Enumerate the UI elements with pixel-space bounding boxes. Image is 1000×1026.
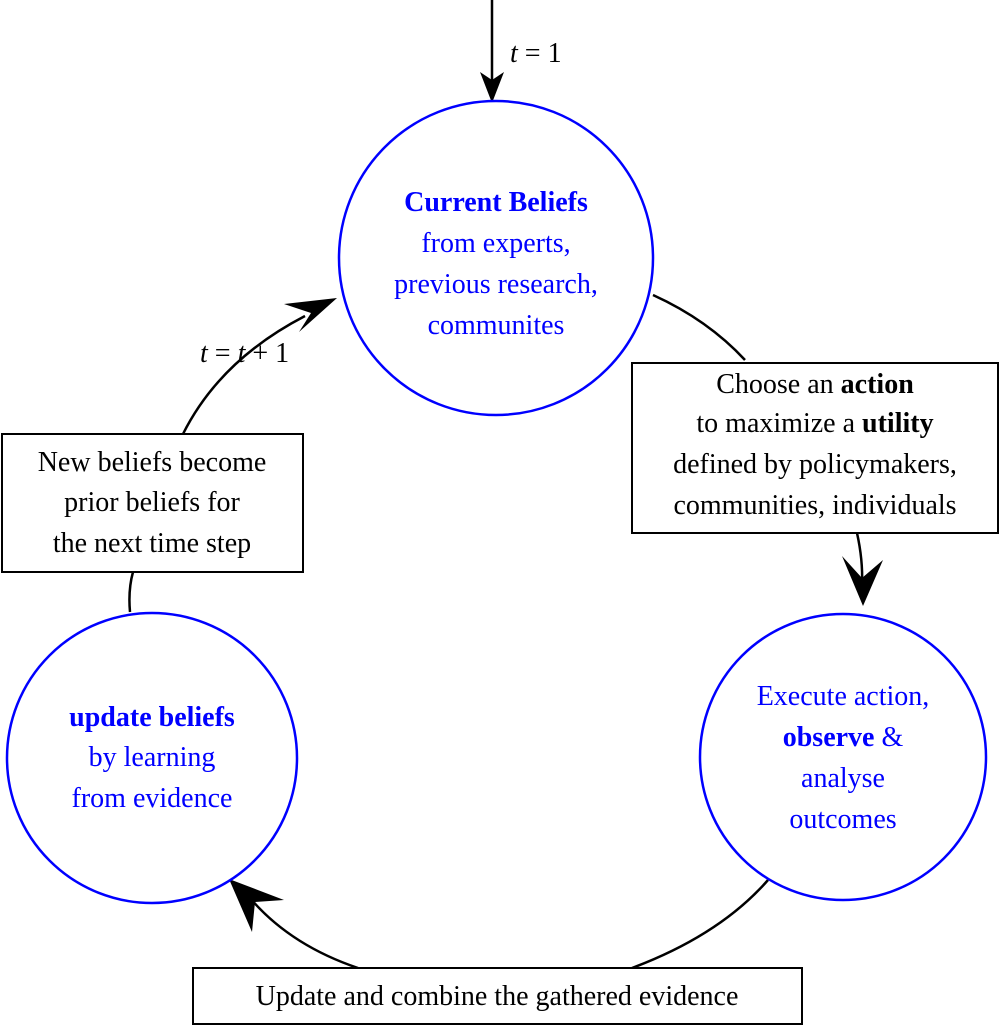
new-beliefs-line-3: the next time step [53,528,251,559]
current-beliefs-line-1: from experts, [421,228,570,259]
choose-action-line-1: Choose an action [716,369,914,400]
loop-time-label: t = t + 1 [200,338,289,369]
choose-action-line-3: defined by policymakers, [673,449,957,480]
update-beliefs-title: update beliefs [69,702,235,733]
execute-action-line-1: Execute action, [757,681,930,712]
update-evidence-box [192,967,803,1025]
update-beliefs-line-1: by learning [89,742,216,773]
current-beliefs-line-2: previous research, [394,269,598,300]
choose-action-box [631,362,999,534]
update-beliefs-line-2: from evidence [72,783,233,814]
connector-newbeliefs-to-beliefs [181,314,306,435]
execute-action-line-3: analyse [801,763,885,794]
update-evidence-text: Update and combine the gathered evidence [256,981,739,1012]
update-beliefs-node [5,611,299,905]
connector-evidence-to-update [249,897,359,970]
new-beliefs-line-2: prior beliefs for [64,487,240,518]
arrowhead-into-current-beliefs [284,298,337,332]
new-beliefs-line-1: New beliefs become [38,447,267,478]
choose-action-line-4: communities, individuals [673,490,956,521]
execute-action-node [698,612,988,902]
start-arrowhead [480,72,504,103]
connector-beliefs-to-choose [652,293,746,361]
current-beliefs-line-3: communites [428,310,565,341]
arrowhead-into-execute [842,556,883,606]
arrowhead-into-update-beliefs [229,879,284,932]
current-beliefs-node [337,99,655,417]
execute-action-line-4: outcomes [789,804,896,835]
connector-execute-to-evidence [631,879,769,970]
current-beliefs-title: Current Beliefs [404,187,588,218]
choose-action-line-2: to maximize a utility [696,408,933,439]
connector-update-to-newbeliefs [128,571,135,613]
execute-action-line-2: observe & [783,722,904,753]
start-time-label: t = 1 [510,38,562,69]
new-beliefs-box [1,433,304,573]
